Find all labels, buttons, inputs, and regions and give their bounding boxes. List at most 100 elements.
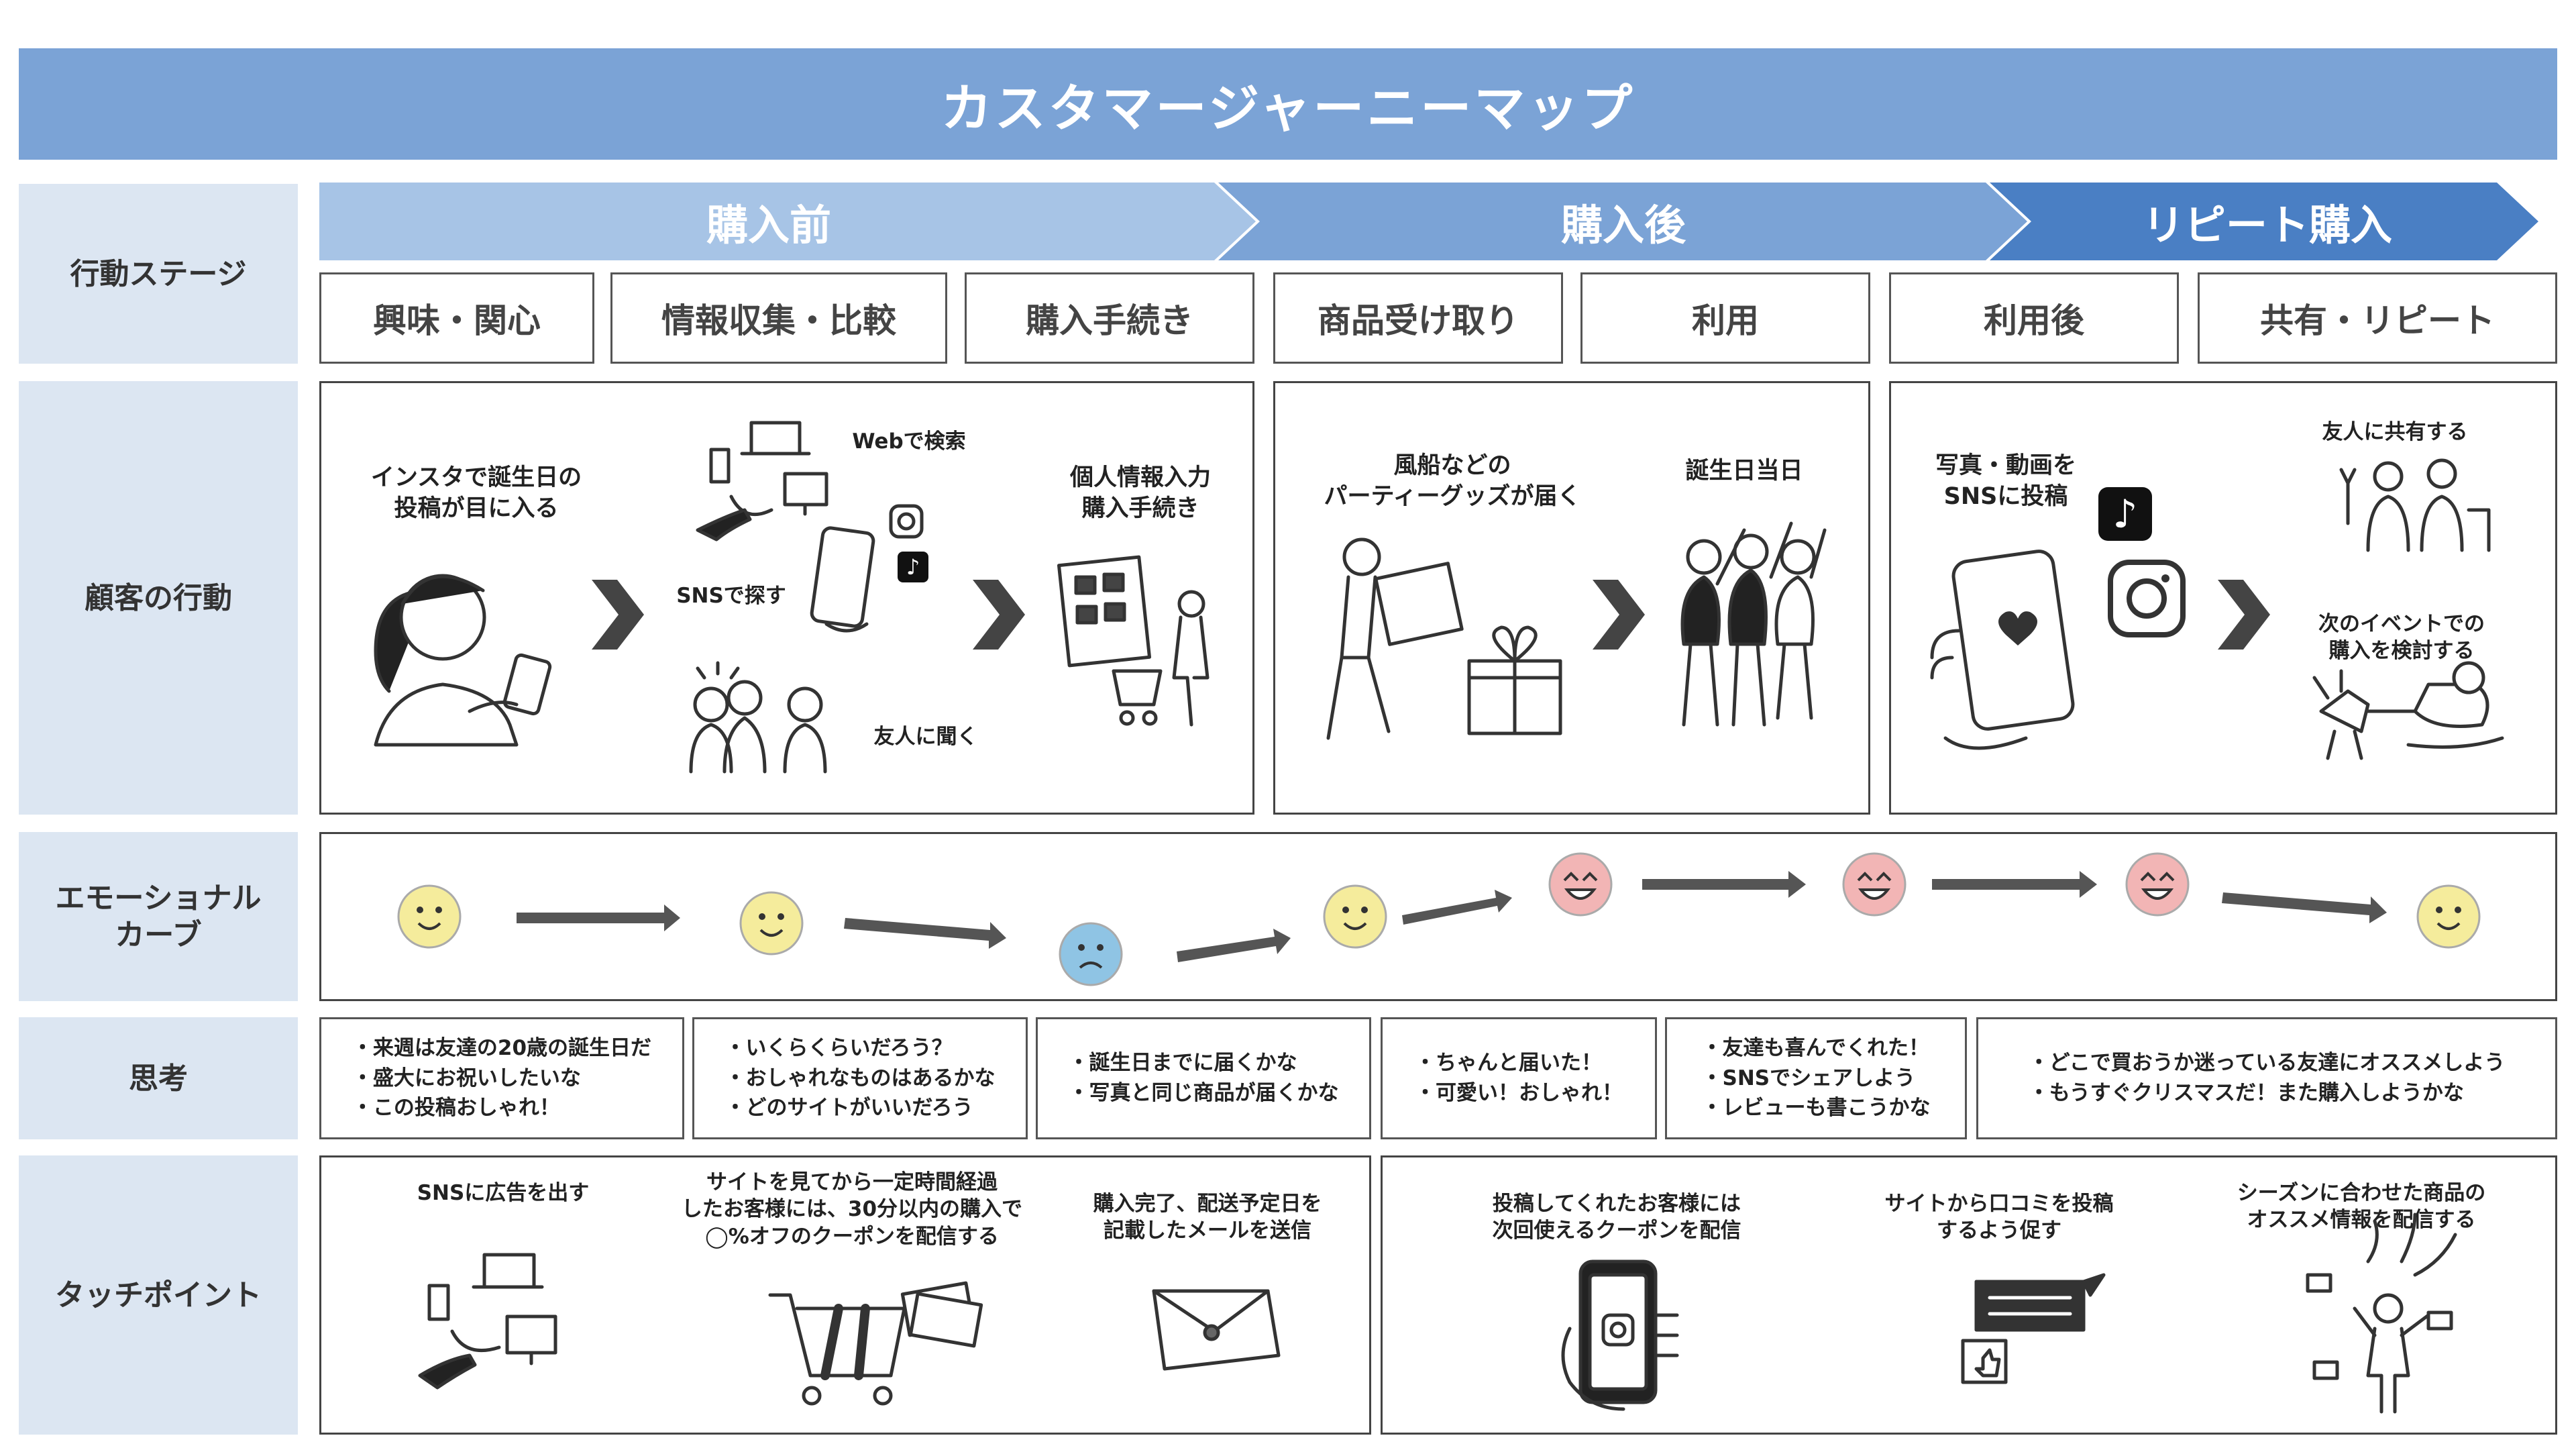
behavior-text-birthday: 誕生日当日 (1685, 458, 1803, 484)
emotion-face-neutral-icon (2416, 884, 2481, 949)
behavior-arrows (592, 580, 2270, 650)
instagram-icon-small (889, 504, 924, 539)
emotion-face-happy-icon (1842, 852, 1907, 917)
thought-box-5: 友達も喜んでくれた！ SNSでシェアしよう レビューも書こうかな (1665, 1017, 1967, 1139)
stage-label-post: 購入後 (1560, 201, 1686, 250)
chevron-right-icon (1593, 580, 1645, 650)
online-shopping-icon (1057, 555, 1210, 727)
substage-research: 情報収集・比較 (610, 272, 947, 364)
hand-phone-instagram-icon (1561, 1259, 1679, 1411)
chevron-right-icon (2218, 580, 2270, 650)
thought-item: SNSでシェアしよう (1702, 1064, 1931, 1094)
devices-network-icon (696, 421, 828, 541)
row-label-stage: 行動ステージ (19, 184, 298, 364)
row-label-emotion: エモーショナル カーブ (19, 832, 298, 1001)
emotion-face-neutral-icon (1323, 884, 1387, 949)
thought-box-2: いくらくらいだろう？ おしゃれなものはあるかな どのサイトがいいだろう (692, 1017, 1028, 1139)
touchpoint-text-email: 購入完了、配送予定日を 記載したメールを送信 (1093, 1192, 1322, 1243)
thought-item: この投稿おしゃれ！ (352, 1093, 651, 1123)
arrow-right-icon (1642, 871, 1806, 898)
devices-network-icon (418, 1253, 557, 1390)
emotion-arrows (517, 871, 2387, 962)
touchpoint-text-ad: SNSに広告を出す (417, 1181, 590, 1205)
arrow-right-icon (1177, 929, 1291, 962)
gift-box-icon (1467, 625, 1562, 735)
thought-item: レビューも書こうかな (1702, 1093, 1931, 1123)
arrow-right-icon (1932, 871, 2097, 898)
shopping-cart-icon (768, 1293, 906, 1406)
chevron-right-icon (973, 580, 1025, 650)
thought-box-6: どこで買おうか迷っている友達にオススメしよう もうすぐクリスマスだ！また購入しよ… (1976, 1017, 2557, 1139)
touchpoint-text-review: サイトから口コミを投稿 するよう促す (1884, 1192, 2114, 1243)
substage-interest: 興味・関心 (319, 272, 594, 364)
behavior-text-post: 写真・動画を SNSに投稿 (1935, 452, 2076, 510)
row-label-touchpoint: タッチポイント (19, 1155, 298, 1435)
thought-item: 可愛い！おしゃれ！ (1415, 1078, 1623, 1108)
touchpoint-text-season: シーズンに合わせた商品の オススメ情報を配信する (2237, 1181, 2486, 1233)
row-label-thinking: 思考 (19, 1017, 298, 1139)
behavior-text-web: Webで検索 (852, 429, 966, 454)
touchpoint-text-post-coupon: 投稿してくれたお客様には 次回使えるクーポンを配信 (1492, 1192, 1741, 1243)
tiktok-icon-large: ♪ (2098, 487, 2152, 541)
coupon-icon (900, 1281, 983, 1348)
emotion-face-neutral-icon (397, 884, 462, 949)
arrow-right-icon (844, 918, 1006, 949)
svg-text:♪: ♪ (906, 554, 920, 580)
row-label-behavior: 顧客の行動 (19, 381, 298, 815)
review-chat-icon (1961, 1273, 2106, 1384)
stage-label-repeat: リピート購入 (2142, 201, 2392, 250)
emotion-face-happy-icon (2125, 852, 2190, 917)
behavior-text-friend: 友人に聞く (873, 725, 978, 749)
party-friends-icon (1680, 521, 1827, 727)
chevron-right-icon (592, 580, 644, 650)
friends-chat-icon (689, 661, 827, 774)
thought-box-4: ちゃんと届いた！ 可愛い！おしゃれ！ (1381, 1017, 1657, 1139)
svg-text:♪: ♪ (2112, 491, 2137, 537)
stage-chevron-repeat (1990, 183, 2538, 260)
thought-item: どこで買おうか迷っている友達にオススメしよう (2029, 1048, 2506, 1078)
thought-box-3: 誕生日までに届くかな 写真と同じ商品が届くかな (1036, 1017, 1371, 1139)
person-mail-icon (2306, 1212, 2457, 1414)
emotion-faces (397, 852, 2481, 986)
heart-icon (1998, 611, 2037, 645)
santa-sleigh-icon (2312, 661, 2504, 760)
stage-chevron-pre (319, 183, 1256, 260)
thought-item: 友達も喜んでくれた！ (1702, 1033, 1931, 1064)
touchpoint-text-coupon: サイトを見てから一定時間経過 したお客様には、30分以内の購入で ◯%オフのクー… (681, 1170, 1023, 1249)
behavior-text-next: 次のイベントでの 購入を検討する (2318, 612, 2485, 664)
thought-item: 写真と同じ商品が届くかな (1069, 1078, 1339, 1108)
friends-sharing-icon (2339, 458, 2491, 552)
thought-item: ちゃんと届いた！ (1415, 1048, 1623, 1078)
behavior-text-checkout: 個人情報入力 購入手続き (1069, 464, 1211, 522)
emotion-face-neutral-icon (739, 891, 804, 956)
instagram-icon-large (2108, 560, 2186, 637)
thought-item: 盛大にお祝いしたいな (352, 1064, 651, 1094)
substage-share-repeat: 共有・リピート (2198, 272, 2557, 364)
stage-label-pre: 購入前 (706, 201, 831, 250)
stage-chevron-post (1218, 183, 2027, 260)
thought-item: もうすぐクリスマスだ！また購入しようかな (2029, 1078, 2506, 1108)
envelope-icon (1152, 1289, 1281, 1371)
page-title: カスタマージャーニーマップ (941, 79, 1635, 138)
woman-phone-icon (374, 574, 552, 747)
behavior-text-instagram: インスタで誕生日の 投稿が目に入る (370, 464, 582, 522)
page-title-bar: カスタマージャーニーマップ (19, 48, 2557, 160)
substage-receive: 商品受け取り (1273, 272, 1563, 364)
arrow-right-icon (1402, 890, 1512, 925)
thought-box-1: 来週は友達の20歳の誕生日だ 盛大にお祝いしたいな この投稿おしゃれ！ (319, 1017, 684, 1139)
thought-item: おしゃれなものはあるかな (725, 1064, 996, 1094)
thought-item: どのサイトがいいだろう (725, 1093, 996, 1123)
behavior-text-share: 友人に共有する (2322, 420, 2468, 444)
thought-item: 来週は友達の20歳の誕生日だ (352, 1033, 651, 1064)
behavior-text-delivery: 風船などの パーティーグッズが届く (1324, 452, 1581, 510)
thought-item: いくらくらいだろう？ (725, 1033, 996, 1064)
delivery-man-icon (1326, 537, 1464, 740)
behavior-text-sns: SNSで探す (676, 584, 786, 608)
substage-purchase: 購入手続き (965, 272, 1254, 364)
substage-after-use: 利用後 (1889, 272, 2179, 364)
thought-item: 誕生日までに届くかな (1069, 1048, 1339, 1078)
